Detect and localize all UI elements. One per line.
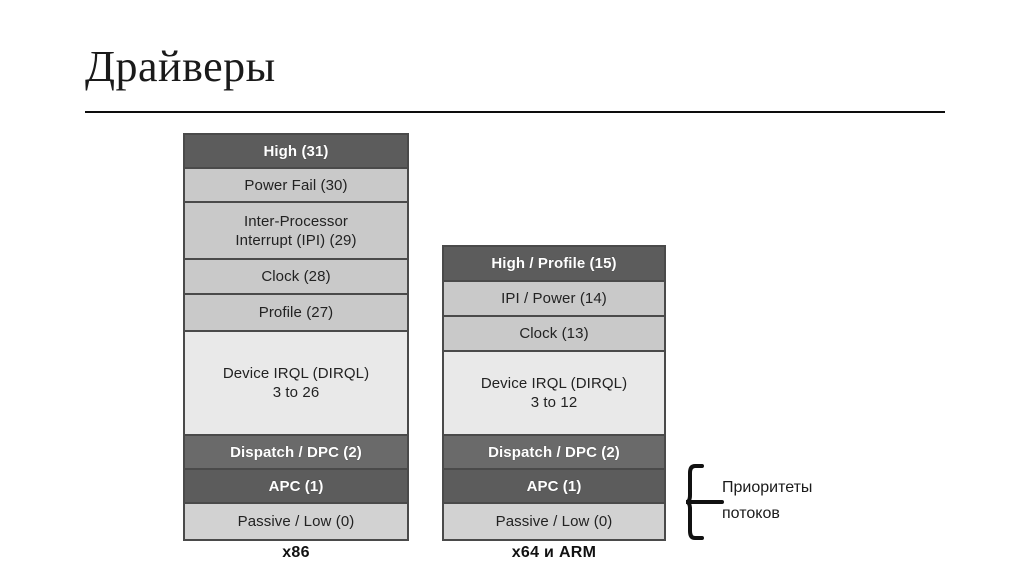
irql-row-label-line2: 3 to 26: [272, 384, 320, 401]
title-divider: [85, 111, 945, 113]
irql-row-label: Dispatch / DPC (2): [488, 443, 620, 461]
thread-priority-label-line1: Приоритеты: [722, 479, 813, 496]
stack-caption-x64: x64 и ARM: [511, 544, 597, 561]
irql-row: Device IRQL (DIRQL) 3 to 12: [444, 352, 664, 436]
stack-caption-x86: x86: [282, 544, 310, 561]
irql-row-label: Inter-Processor: [243, 212, 349, 230]
irql-row: High (31): [185, 135, 407, 169]
page-title: Драйверы: [85, 42, 276, 91]
irql-row: Device IRQL (DIRQL) 3 to 26: [185, 332, 407, 436]
irql-row-label: High / Profile (15): [491, 255, 617, 272]
irql-row-label: Clock (13): [519, 325, 589, 342]
irql-row: Passive / Low (0): [185, 504, 407, 539]
irql-row-label: Passive / Low (0): [495, 513, 613, 530]
irql-row: Profile (27): [185, 295, 407, 332]
irql-stack-x64: High / Profile (15) IPI / Power (14) Clock…: [442, 245, 666, 541]
irql-row-label: IPI / Power (14): [501, 290, 607, 307]
irql-row: APC (1): [444, 470, 664, 504]
irql-row-label: Clock (28): [261, 268, 331, 285]
irql-row-label: Passive / Low (0): [237, 513, 355, 530]
thread-priority-annotation: Приоритеты потоков: [686, 463, 886, 541]
irql-row-label: APC (1): [268, 477, 324, 495]
irql-row-label: Device IRQL (DIRQL): [480, 375, 628, 392]
irql-row-label: Device IRQL (DIRQL): [222, 365, 370, 382]
irql-row-label-line2: Interrupt (IPI) (29): [235, 231, 357, 249]
curly-brace-icon: [686, 464, 724, 540]
irql-row: Clock (13): [444, 317, 664, 352]
thread-priority-label-line2: потоков: [722, 505, 780, 522]
irql-row-label: High (31): [263, 142, 329, 160]
irql-row: APC (1): [185, 470, 407, 504]
irql-row: Dispatch / DPC (2): [185, 436, 407, 470]
thread-priority-label: Приоритеты потоков: [722, 475, 872, 527]
irql-row: Power Fail (30): [185, 169, 407, 203]
irql-row: Clock (28): [185, 260, 407, 295]
irql-row: High / Profile (15): [444, 247, 664, 282]
irql-row: Passive / Low (0): [444, 504, 664, 539]
irql-row-label-line2: 3 to 12: [530, 394, 578, 411]
irql-row-label: Dispatch / DPC (2): [230, 443, 362, 461]
irql-row-label: Power Fail (30): [244, 176, 348, 194]
irql-row-label: APC (1): [526, 477, 582, 495]
irql-row: IPI / Power (14): [444, 282, 664, 317]
irql-row-label: Profile (27): [258, 304, 334, 321]
irql-row: Dispatch / DPC (2): [444, 436, 664, 470]
